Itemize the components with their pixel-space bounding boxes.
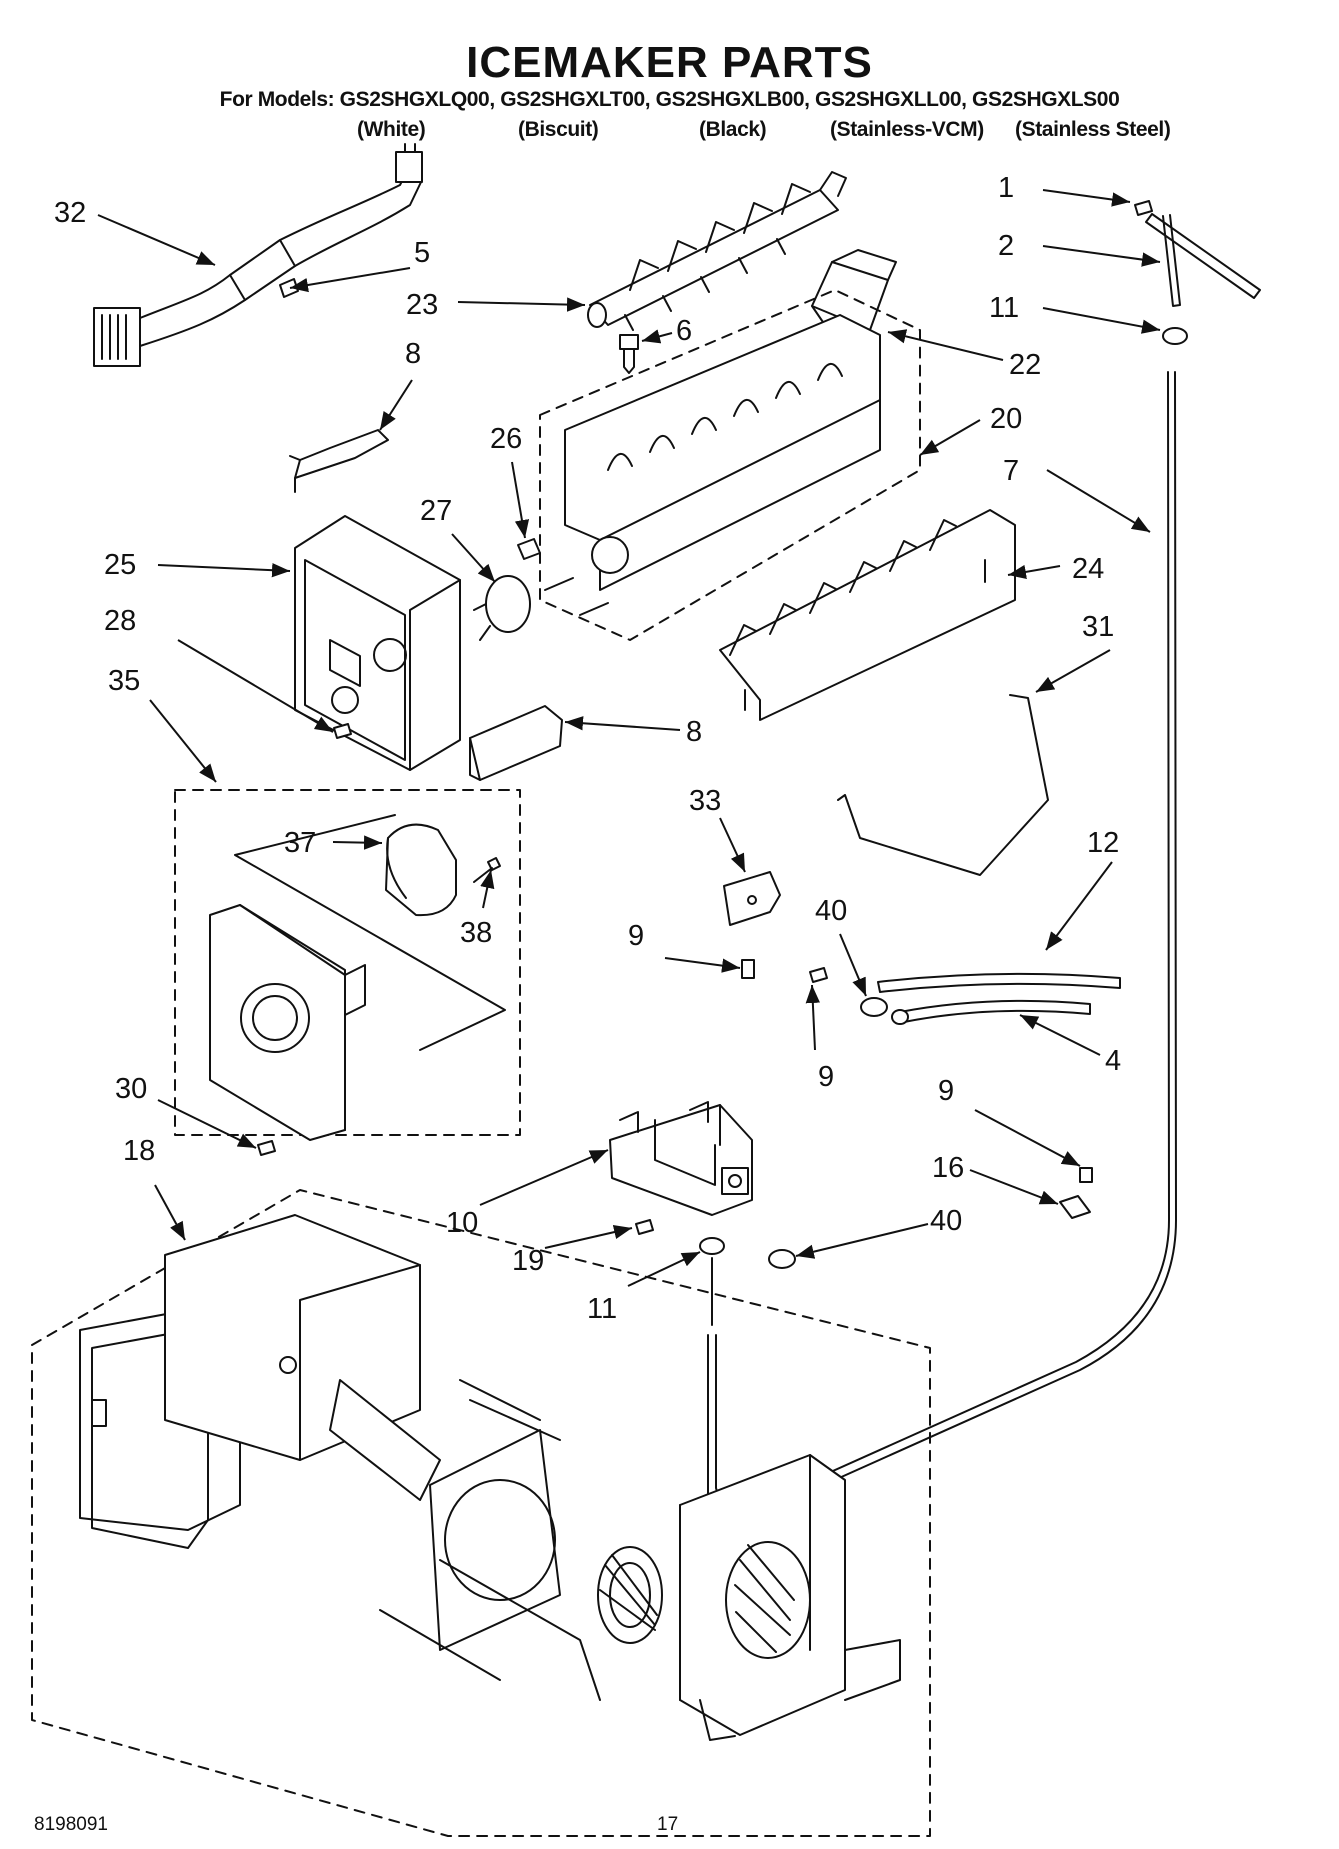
variant-black: (Black) — [699, 118, 767, 141]
clip-part-26 — [517, 538, 541, 560]
callout-8: 8 — [405, 338, 421, 370]
callout-23: 23 — [406, 289, 438, 321]
water-tube-part-7 — [785, 371, 1177, 1501]
screw-part-30 — [257, 1140, 276, 1156]
nut-part-11-bottom — [699, 1237, 731, 1508]
page-number: 17 — [657, 1814, 679, 1835]
callout-38: 38 — [460, 917, 492, 949]
callout-9: 9 — [938, 1075, 954, 1107]
callout-32: 32 — [54, 197, 86, 229]
housing-part-25 — [294, 515, 461, 771]
thermostat-part-27 — [473, 575, 531, 641]
callout-10: 10 — [446, 1207, 478, 1239]
nut-part-11-top — [1162, 327, 1188, 345]
callout-40: 40 — [815, 895, 847, 927]
stripper-part-24 — [719, 509, 1016, 721]
callout-4: 4 — [1105, 1045, 1121, 1077]
callout-1: 1 — [998, 172, 1014, 204]
tube-part-12 — [877, 972, 1121, 993]
screw-part-1 — [1134, 200, 1153, 216]
water-valve-part-10 — [609, 1101, 753, 1216]
callout-2: 2 — [998, 230, 1014, 262]
callout-9: 9 — [628, 920, 644, 952]
wire-harness-part-32 — [93, 143, 423, 367]
mold-part-20 — [539, 289, 921, 641]
callout-5: 5 — [414, 237, 430, 269]
callout-26: 26 — [490, 423, 522, 455]
screw-part-9-b — [809, 967, 828, 983]
motor-part-37 — [385, 823, 457, 917]
variant-stainless-vcm: (Stainless-VCM) — [830, 118, 984, 141]
callout-40: 40 — [930, 1205, 962, 1237]
callout-25: 25 — [104, 549, 136, 581]
bracket-part-33 — [723, 871, 781, 926]
callout-33: 33 — [689, 785, 721, 817]
callout-12: 12 — [1087, 827, 1119, 859]
fill-tube-part-2 — [1145, 213, 1261, 307]
chute-housing — [679, 1454, 901, 1741]
callout-11: 11 — [989, 292, 1019, 324]
page-title: ICEMAKER PARTS — [466, 38, 873, 87]
models-line: For Models: GS2SHGXLQ00, GS2SHGXLT00, GS… — [219, 88, 1120, 111]
callout-31: 31 — [1082, 611, 1114, 643]
motor-assembly-part-35 — [174, 789, 521, 1141]
variant-biscuit: (Biscuit) — [518, 118, 599, 141]
wire-part-31 — [837, 694, 1049, 876]
callout-7: 7 — [1003, 455, 1019, 487]
screw-part-38 — [473, 857, 501, 883]
variant-white: (White) — [357, 118, 426, 141]
callout-18: 18 — [123, 1135, 155, 1167]
auger-assembly-part-18 — [31, 1189, 931, 1837]
screw-part-19 — [635, 1219, 654, 1235]
callout-16: 16 — [932, 1152, 964, 1184]
variant-stainless-steel: (Stainless Steel) — [1015, 118, 1171, 141]
screw-part-28 — [333, 723, 352, 739]
nut-part-40-b — [768, 1249, 796, 1269]
callout-27: 27 — [420, 495, 452, 527]
ejector-part-23 — [587, 171, 847, 331]
nut-part-40-a — [860, 997, 888, 1017]
callout-37: 37 — [284, 827, 316, 859]
screw-part-9-c — [1079, 1167, 1093, 1183]
callout-20: 20 — [990, 403, 1022, 435]
callout-6: 6 — [676, 315, 692, 347]
tube-part-4 — [891, 999, 1091, 1025]
leader-lines — [97, 189, 1161, 1287]
screw-part-9-a — [741, 959, 755, 979]
callout-8: 8 — [686, 716, 702, 748]
clamp-part-16 — [1059, 1195, 1091, 1219]
shutoff-arm-part-8-bottom — [469, 705, 563, 781]
callout-9: 9 — [818, 1061, 834, 1093]
callout-11: 11 — [587, 1293, 617, 1325]
document-number: 8198091 — [34, 1814, 108, 1835]
callout-28: 28 — [104, 605, 136, 637]
callout-35: 35 — [108, 665, 140, 697]
callout-19: 19 — [512, 1245, 544, 1277]
callout-24: 24 — [1072, 553, 1104, 585]
screw-part-6 — [619, 334, 639, 374]
callout-30: 30 — [115, 1073, 147, 1105]
shutoff-arm-part-8-top — [289, 429, 389, 493]
callout-labels: 1 2 11 32 5 23 6 22 8 20 26 7 27 25 24 2… — [54, 172, 1121, 1325]
callout-22: 22 — [1009, 349, 1041, 381]
